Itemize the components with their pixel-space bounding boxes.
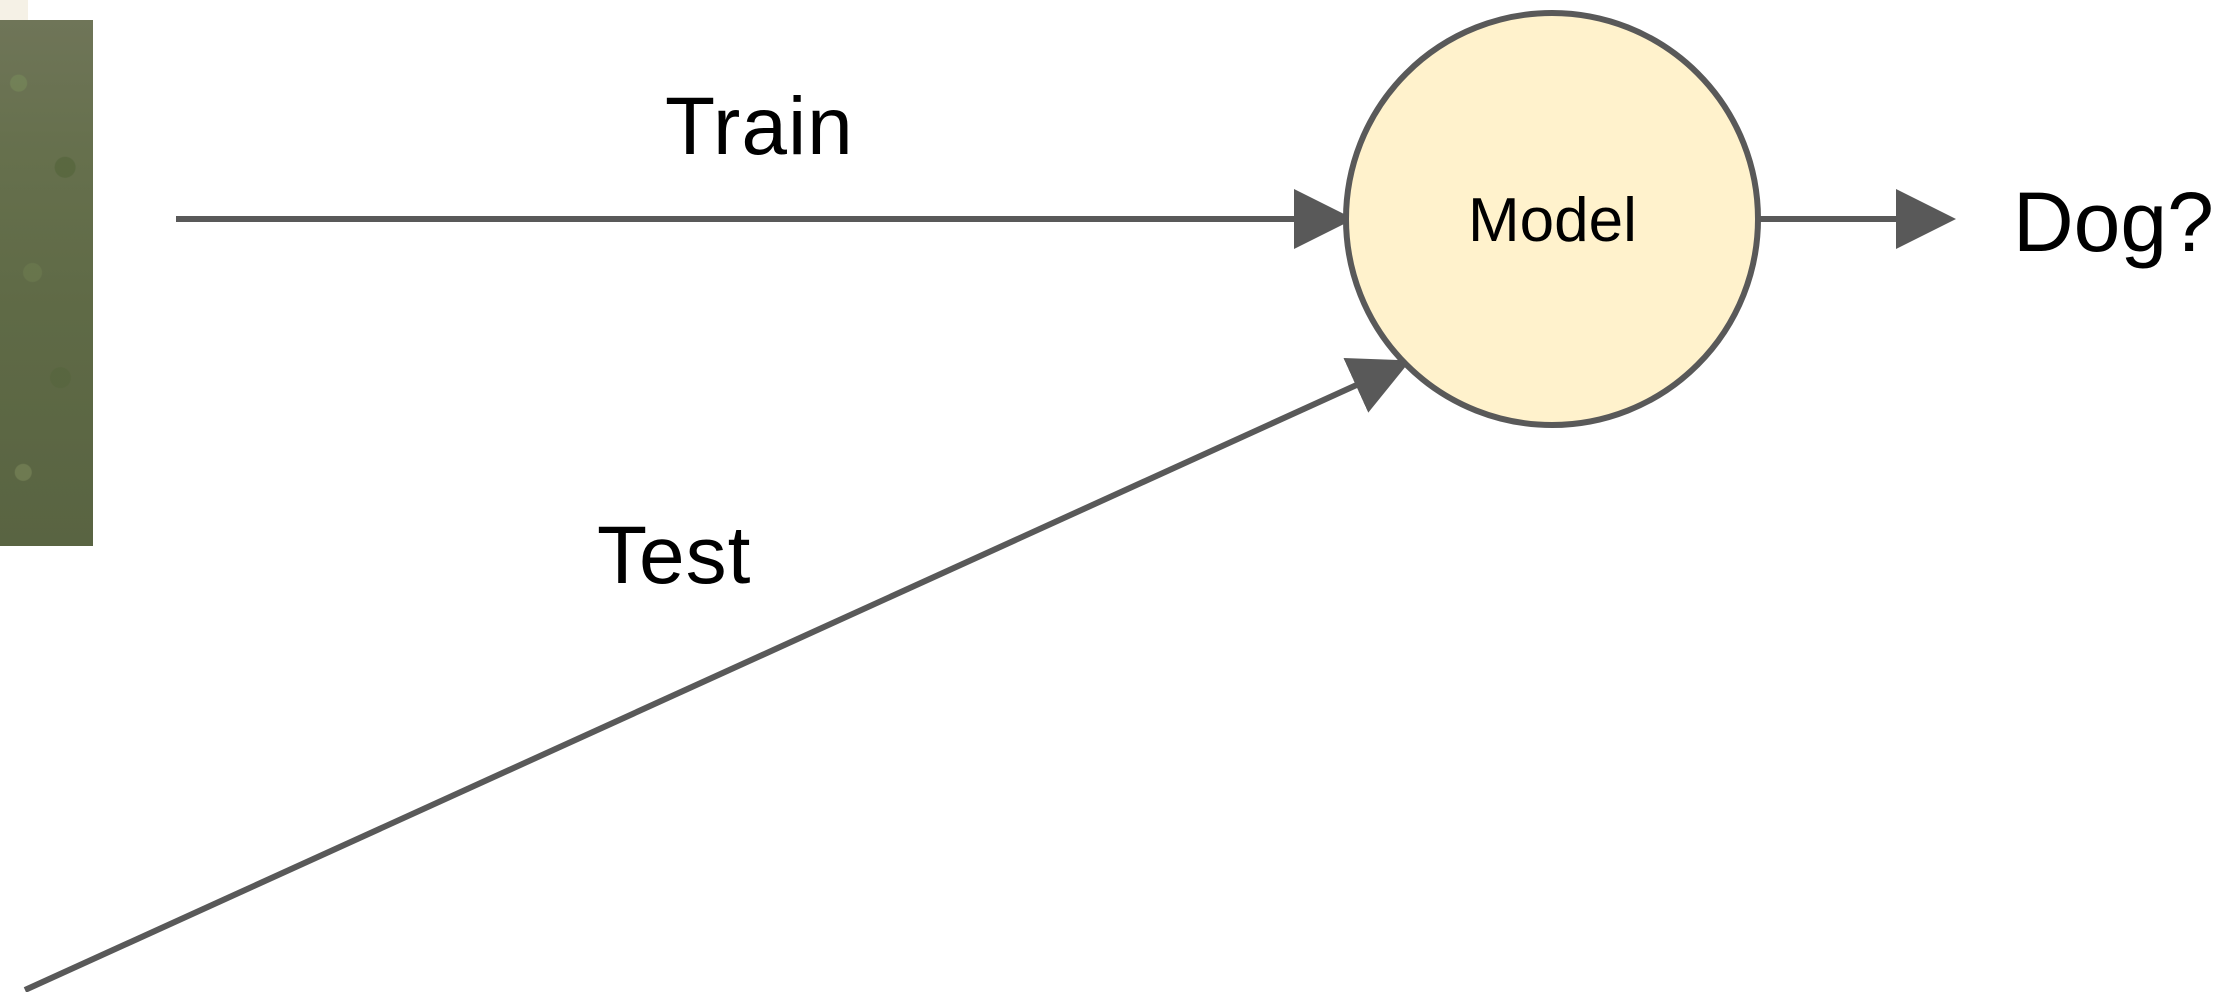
input-photo-top-strip bbox=[0, 0, 28, 20]
test-arrow bbox=[23, 358, 1411, 993]
test-label: Test bbox=[597, 510, 752, 601]
model-label: Model bbox=[1468, 186, 1637, 255]
output-label: Dog? bbox=[2013, 175, 2214, 269]
model-node bbox=[1343, 10, 1761, 428]
input-photo-crop bbox=[0, 20, 93, 546]
train-label: Train bbox=[665, 81, 854, 172]
